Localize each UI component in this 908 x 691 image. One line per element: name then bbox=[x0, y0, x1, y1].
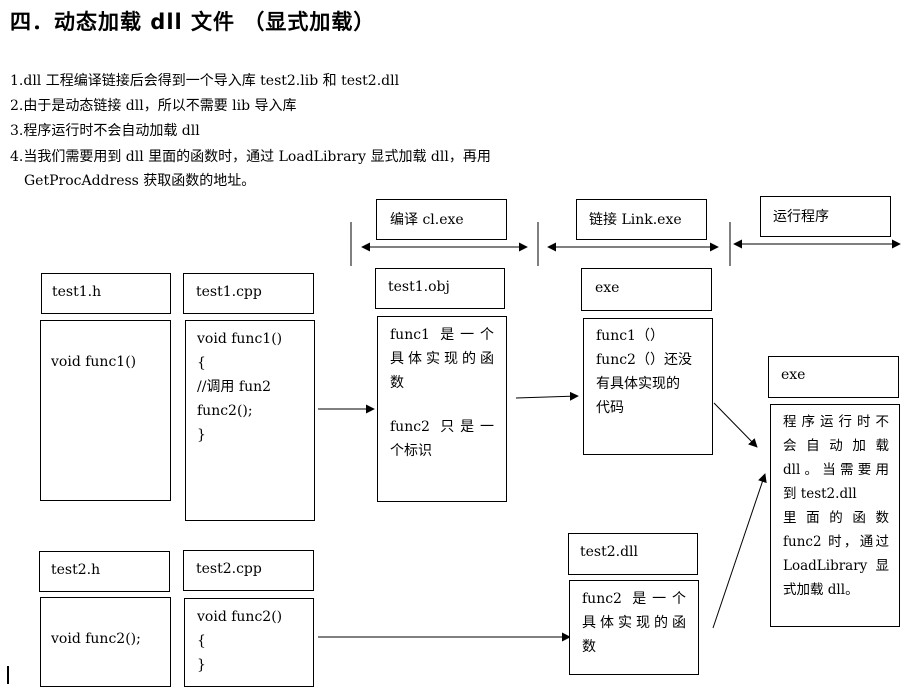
test1obj-body: func1 是一个 具体实现的函 数 func2 只是一 个标识 bbox=[377, 316, 507, 502]
test1cpp-header: test1.cpp bbox=[183, 273, 314, 314]
test1h-header: test1.h bbox=[41, 273, 171, 314]
test1cpp-code: void func1() { //调用 fun2 func2(); } bbox=[197, 327, 282, 447]
note-2: 2.由于是动态链接 dll，所以不需要 lib 导入库 bbox=[10, 98, 297, 114]
code-line: { bbox=[197, 355, 206, 371]
test2dll-body: func2 是一个 具体实现的函 数 bbox=[569, 580, 699, 675]
exe-mid-header-label: exe bbox=[595, 280, 620, 296]
exe-mid-text: func1（） func2（）还没 有具体实现的 代码 bbox=[596, 324, 692, 420]
test1h-body-text: void func1() bbox=[51, 354, 137, 370]
test2dll-header-label: test2.dll bbox=[580, 544, 638, 560]
arrow-exe-to-run bbox=[713, 402, 758, 448]
note-4-continued: GetProcAddress 获取函数的地址。 bbox=[24, 173, 256, 189]
text-line: 会自动加载 bbox=[783, 438, 889, 454]
code-line: //调用 fun2 bbox=[197, 379, 272, 395]
stage-link-box: 链接 Link.exe bbox=[576, 199, 707, 240]
test2h-header: test2.h bbox=[39, 551, 170, 592]
text-line: func2 只是一 bbox=[390, 419, 494, 435]
text-line: 里面的函数 bbox=[783, 510, 889, 526]
text-line: 有具体实现的 bbox=[596, 376, 680, 392]
test2h-header-label: test2.h bbox=[51, 562, 101, 578]
text-line: 代码 bbox=[596, 400, 624, 416]
note-3: 3.程序运行时不会自动加载 dll bbox=[10, 123, 200, 139]
stage-compile-label: 编译 cl.exe bbox=[390, 212, 464, 228]
note-1: 1.dll 工程编译链接后会得到一个导入库 test2.lib 和 test2.… bbox=[10, 73, 400, 89]
test1cpp-header-label: test1.cpp bbox=[196, 284, 262, 300]
arrow-dll-to-run bbox=[712, 473, 767, 629]
text-line: func2（）还没 bbox=[596, 352, 692, 368]
text-line: dll。当需要用 bbox=[783, 462, 889, 478]
text-line: func2 时，通过 bbox=[783, 534, 889, 550]
exe-right-header-label: exe bbox=[781, 367, 806, 383]
test1obj-text: func1 是一个 具体实现的函 数 func2 只是一 个标识 bbox=[390, 323, 494, 463]
exe-right-header: exe bbox=[768, 356, 899, 398]
text-line: 具体实现的函 bbox=[582, 615, 686, 631]
test2cpp-body: void func2() { } bbox=[184, 598, 314, 687]
test1h-body: void func1() bbox=[40, 320, 171, 501]
code-line: } bbox=[197, 427, 206, 443]
test1obj-header: test1.obj bbox=[375, 268, 505, 309]
stage-run-label: 运行程序 bbox=[773, 209, 829, 225]
exe-right-body: 程序运行时不 会自动加载 dll。当需要用 到 test2.dll 里面的函数 … bbox=[770, 404, 900, 627]
note-4: 4.当我们需要用到 dll 里面的函数时，通过 LoadLibrary 显式加载… bbox=[10, 149, 491, 165]
code-line: void func2() bbox=[197, 609, 283, 625]
text-line: 式加载 dll。 bbox=[783, 582, 859, 598]
stage-link-label: 链接 Link.exe bbox=[589, 212, 682, 228]
text-line: 数 bbox=[582, 639, 596, 655]
code-line: { bbox=[197, 633, 206, 649]
code-line: void func1() bbox=[197, 331, 283, 347]
test1h-header-label: test1.h bbox=[52, 284, 102, 300]
text-line: func1 是一个 bbox=[390, 327, 494, 343]
text-cursor bbox=[7, 666, 9, 684]
text-line: func2 是一个 bbox=[582, 591, 686, 607]
stage-run-box: 运行程序 bbox=[760, 196, 891, 237]
text-line: 数 bbox=[390, 375, 404, 391]
test2cpp-code: void func2() { } bbox=[197, 605, 282, 677]
text-line: 到 test2.dll bbox=[783, 486, 857, 502]
test1cpp-body: void func1() { //调用 fun2 func2(); } bbox=[185, 320, 315, 521]
test2dll-text: func2 是一个 具体实现的函 数 bbox=[582, 587, 686, 659]
exe-right-text: 程序运行时不 会自动加载 dll。当需要用 到 test2.dll 里面的函数 … bbox=[783, 410, 889, 602]
exe-mid-body: func1（） func2（）还没 有具体实现的 代码 bbox=[583, 318, 713, 455]
test2dll-header: test2.dll bbox=[568, 533, 698, 575]
text-line: LoadLibrary 显 bbox=[783, 558, 889, 574]
test2h-body: void func2(); bbox=[40, 597, 171, 687]
exe-mid-header: exe bbox=[581, 268, 712, 311]
test1obj-header-label: test1.obj bbox=[388, 279, 450, 295]
text-line: func1（） bbox=[596, 328, 664, 344]
text-line bbox=[390, 395, 494, 415]
arrow-obj-to-exe bbox=[515, 391, 579, 401]
text-line: 具体实现的函 bbox=[390, 351, 494, 367]
test2h-body-text: void func2(); bbox=[51, 631, 141, 647]
text-line: 程序运行时不 bbox=[783, 414, 889, 430]
page-title: 四．动态加载 dll 文件 （显式加载） bbox=[10, 10, 376, 34]
code-line: } bbox=[197, 657, 206, 673]
stage-compile-box: 编译 cl.exe bbox=[376, 199, 507, 240]
test2cpp-header: test2.cpp bbox=[183, 550, 314, 591]
text-line: 个标识 bbox=[390, 443, 432, 459]
test2cpp-header-label: test2.cpp bbox=[196, 561, 262, 577]
code-line: func2(); bbox=[197, 403, 253, 419]
